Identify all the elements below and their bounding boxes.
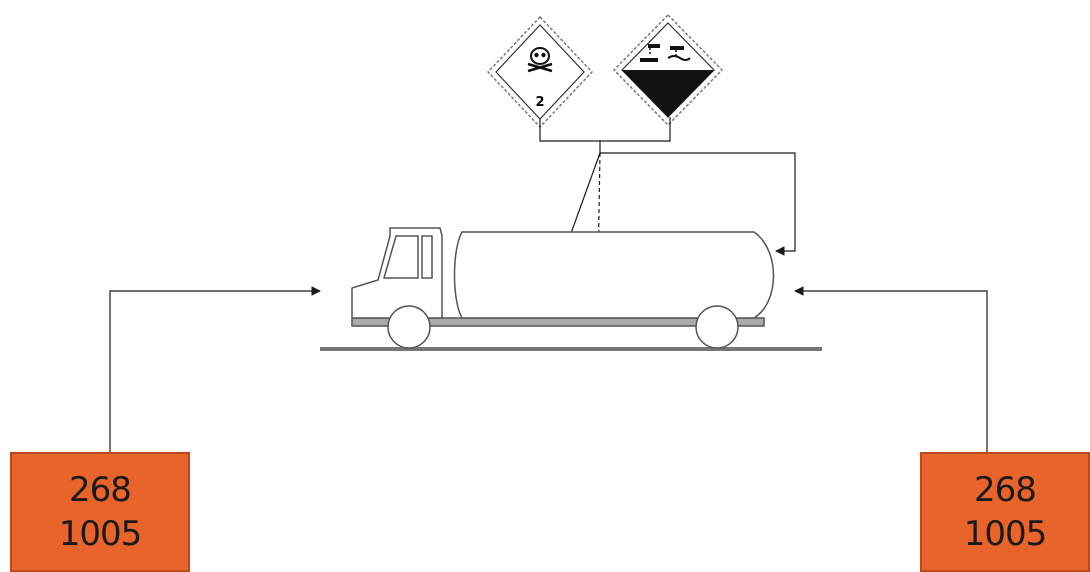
un-number: 1005 — [963, 514, 1048, 554]
orange-plate-right: 268 1005 — [920, 452, 1090, 572]
corrosive-placard — [612, 13, 724, 127]
rear-wheel — [695, 305, 739, 349]
tank-body — [453, 231, 775, 319]
corrosive-icon — [640, 44, 691, 62]
cab-window-rear — [421, 235, 433, 279]
skull-icon — [527, 47, 553, 73]
tanker-truck — [320, 227, 822, 351]
un-number: 1005 — [58, 514, 143, 554]
orange-plate-left: 268 1005 — [10, 452, 190, 572]
placard-class-number: 2 — [535, 95, 544, 110]
hazard-id-number: 268 — [69, 470, 132, 510]
cab-window — [383, 235, 419, 279]
plate-connector-lines — [109, 286, 988, 452]
toxic-gas-placard: 2 — [486, 15, 594, 129]
front-wheel — [387, 305, 431, 349]
hazard-id-number: 268 — [974, 470, 1037, 510]
